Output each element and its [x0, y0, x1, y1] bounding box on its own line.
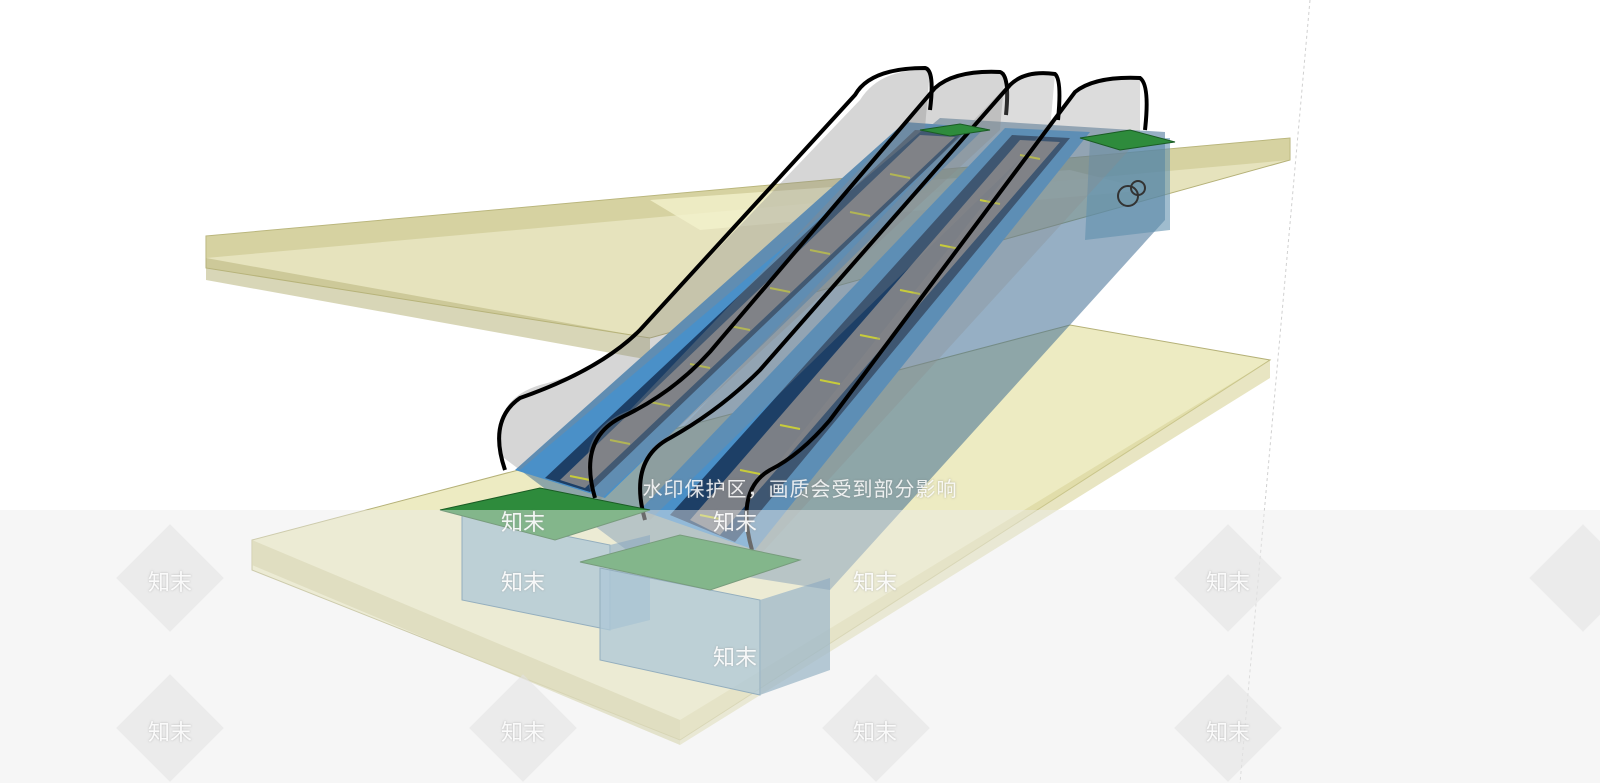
watermark-band	[0, 510, 1600, 783]
watermark-text: 知末	[712, 511, 757, 536]
watermark-text: 知末	[147, 571, 192, 596]
watermark-text: 知末	[500, 511, 545, 536]
watermark-text: 知末	[1205, 571, 1250, 596]
escalator-left	[497, 65, 1010, 500]
escalator-right	[637, 71, 1149, 555]
watermark-text: 知末	[852, 571, 897, 596]
watermark-notice: 水印保护区，画质会受到部分影响	[642, 477, 958, 501]
drive-machine	[1117, 180, 1146, 207]
watermark-text: 知末	[712, 646, 757, 671]
landing-plates	[439, 123, 1176, 591]
watermark-text: 知末	[1205, 721, 1250, 746]
watermark-text: 知末	[500, 721, 545, 746]
watermark-text: 知末	[500, 571, 545, 596]
watermark-text: 知末	[147, 721, 192, 746]
guide-line	[1239, 0, 1311, 783]
watermark-text: 知末	[852, 721, 897, 746]
